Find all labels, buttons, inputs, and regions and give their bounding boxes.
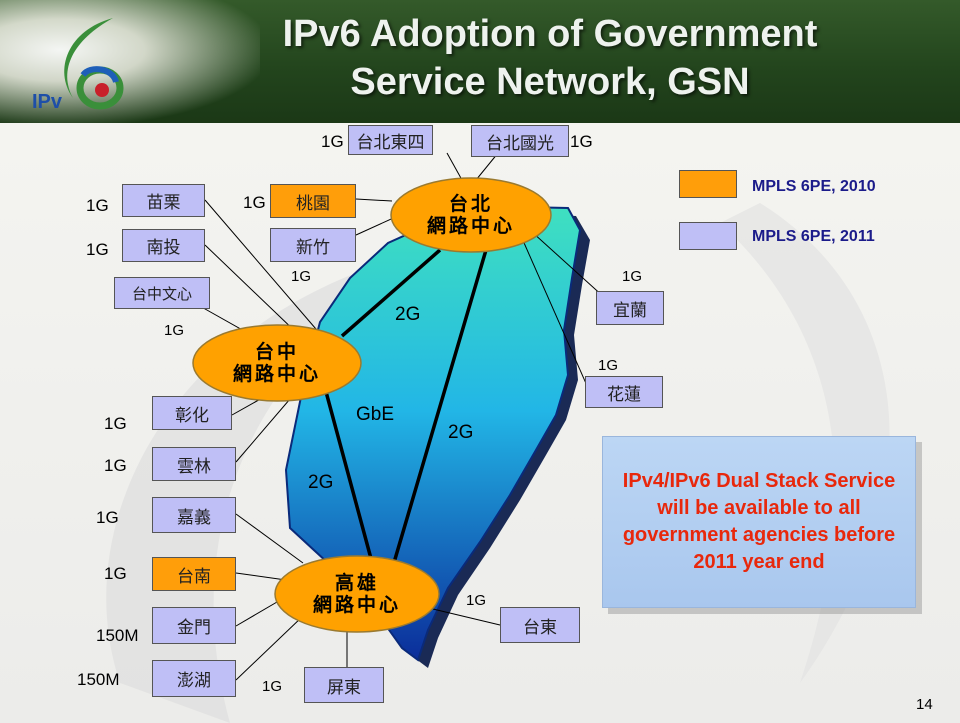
bw-kinmen: 150M	[96, 626, 139, 645]
site-pingtung: 屏東	[304, 667, 384, 703]
bw-taoyuan: 1G	[243, 193, 266, 212]
hub-taichung: 台中 網路中心	[193, 325, 361, 401]
hub-taichung-line1: 台中	[254, 341, 299, 363]
bw-penghu: 150M	[77, 670, 120, 689]
hub-kaohsiung-line2: 網路中心	[312, 594, 401, 616]
site-changhua: 彰化	[152, 396, 232, 430]
hub-kaohsiung: 高雄 網路中心	[275, 556, 439, 632]
svg-text:IPv: IPv	[32, 91, 63, 113]
bw-tainan: 1G	[104, 564, 127, 583]
hub-taipei: 台北 網路中心	[391, 178, 551, 252]
link-label-taichung-kaohsiung: 2G	[308, 472, 334, 493]
bw-hualien: 1G	[598, 357, 619, 374]
hub-taipei-line2: 網路中心	[426, 215, 515, 237]
site-yilan: 宜蘭	[596, 291, 664, 325]
title-line-1: IPv6 Adoption of Government	[282, 13, 818, 55]
bw-nantou: 1G	[86, 240, 109, 259]
hub-kaohsiung-line1: 高雄	[334, 572, 379, 594]
bw-miaoli: 1G	[86, 196, 109, 215]
site-miaoli: 苗栗	[122, 184, 205, 217]
callout-text: IPv4/IPv6 Dual Stack Service will be ava…	[622, 470, 896, 573]
link-label-taipei-taichung: 2G	[395, 304, 421, 325]
site-kinmen: 金門	[152, 607, 236, 644]
dual-stack-callout: IPv4/IPv6 Dual Stack Service will be ava…	[602, 436, 916, 608]
slide-title: IPv6 Adoption of Government Service Netw…	[150, 10, 950, 106]
site-taoyuan: 桃園	[270, 184, 356, 218]
site-taipei-east4: 台北東四	[348, 125, 433, 155]
site-taitung: 台東	[500, 607, 580, 643]
legend-swatch-2011	[679, 222, 737, 250]
bw-changhua: 1G	[104, 414, 127, 433]
page-number: 14	[916, 696, 933, 713]
legend-label-2011: MPLS 6PE, 2011	[752, 228, 875, 245]
bw-taipei-guoguang: 1G	[570, 132, 593, 151]
bw-taipei-east4: 1G	[321, 132, 344, 151]
bw-taitung: 1G	[466, 592, 487, 609]
backbone-links	[323, 248, 488, 567]
bw-yilan: 1G	[622, 268, 643, 285]
hub-ellipses	[192, 177, 552, 633]
site-tainan: 台南	[152, 557, 236, 591]
bw-taichung-wenxin: 1G	[164, 322, 185, 339]
link-label-taipei-kaohsiung: 2G	[448, 422, 474, 443]
header-bar	[0, 0, 960, 123]
site-yunlin: 雲林	[152, 447, 236, 481]
site-taipei-guoguang: 台北國光	[471, 125, 569, 157]
site-hsinchu: 新竹	[270, 228, 356, 262]
bw-chiayi: 1G	[96, 508, 119, 527]
hub-taipei-line1: 台北	[448, 193, 493, 215]
ipv6-logo-icon: IPv	[18, 10, 138, 120]
link-label-gbe: GbE	[356, 404, 395, 425]
bw-hsinchu: 1G	[291, 268, 312, 285]
bw-yunlin: 1G	[104, 456, 127, 475]
site-chiayi: 嘉義	[152, 497, 236, 533]
legend-label-2010: MPLS 6PE, 2010	[752, 178, 876, 195]
site-penghu: 澎湖	[152, 660, 236, 697]
bw-pingtung: 1G	[262, 678, 283, 695]
site-nantou: 南投	[122, 229, 205, 262]
legend-swatch-2010	[679, 170, 737, 198]
site-taichung-wenxin: 台中文心	[114, 277, 210, 309]
title-line-2: Service Network, GSN	[350, 61, 750, 103]
site-hualien: 花蓮	[585, 376, 663, 408]
hub-taichung-line2: 網路中心	[232, 363, 321, 385]
